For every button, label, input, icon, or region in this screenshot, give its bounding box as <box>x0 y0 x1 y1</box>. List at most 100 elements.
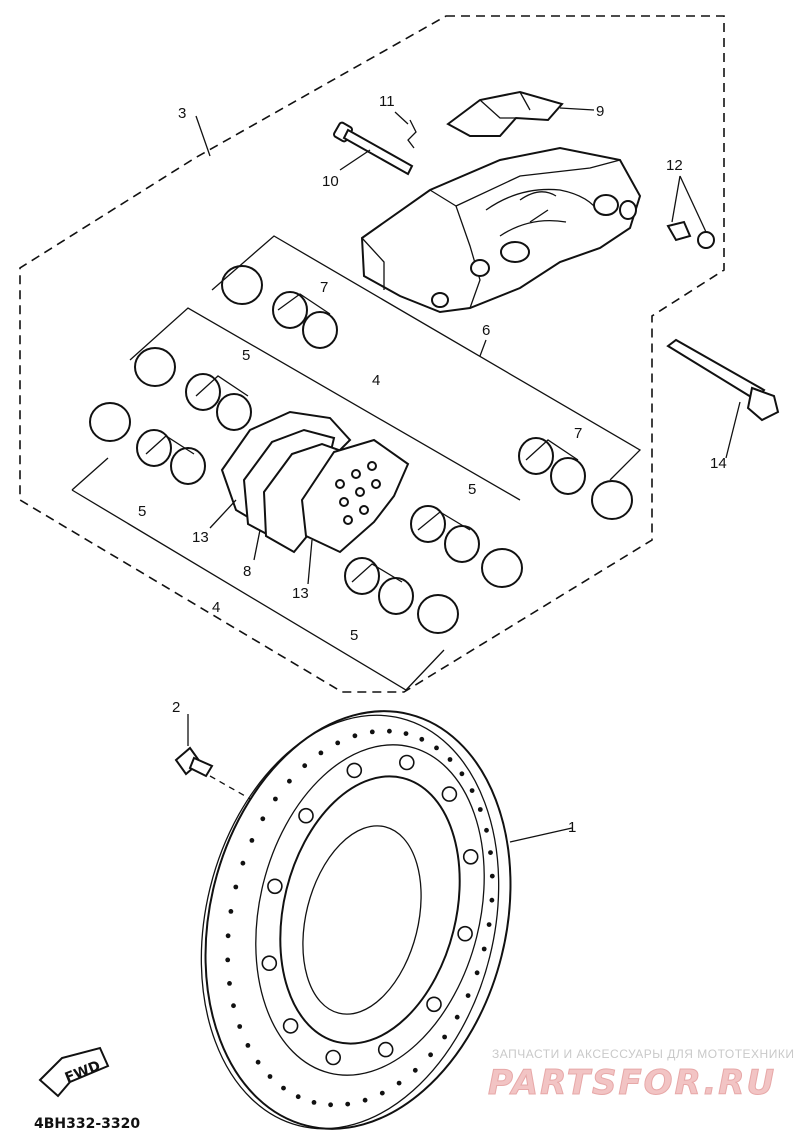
label-part-1: 1 <box>568 819 576 836</box>
disc-vent-hole <box>379 1090 385 1096</box>
label-part-14: 14 <box>710 455 727 472</box>
disc-vent-hole <box>311 1100 317 1105</box>
disc-carrier-bolt <box>457 925 473 942</box>
disc-vent-hole <box>488 850 493 855</box>
pistons <box>89 265 633 634</box>
disc-vent-hole <box>302 763 308 769</box>
disc-vent-hole <box>335 740 341 746</box>
piston <box>221 265 263 305</box>
disc-carrier-bolt <box>267 878 283 895</box>
leader-lines <box>71 107 741 851</box>
brake-disc <box>200 710 512 1130</box>
label-part-7: 7 <box>574 425 582 442</box>
pad-pin-clip <box>407 119 417 149</box>
pad-shim <box>300 438 410 554</box>
rotor-bolt <box>174 746 214 778</box>
watermark-brand: PARTSFOR.RU <box>488 1063 776 1103</box>
caliper-assembly-outline <box>19 15 725 693</box>
seal <box>444 525 480 563</box>
disc-carrier-bolt <box>261 955 278 972</box>
disc-vent-hole <box>328 1102 333 1108</box>
disc-vent-hole <box>233 884 239 890</box>
piston <box>89 402 131 442</box>
label-part-9: 9 <box>596 103 604 120</box>
label-part-10: 10 <box>322 173 339 190</box>
piston <box>134 347 176 387</box>
label-part-8: 8 <box>243 563 251 580</box>
disc-vent-hole <box>369 729 375 735</box>
seal <box>185 373 221 411</box>
seal <box>302 311 338 349</box>
disc-vent-hole <box>447 757 453 762</box>
disc-vent-hole <box>454 1014 460 1020</box>
disc-vent-hole <box>295 1094 301 1100</box>
label-part-2: 2 <box>172 699 180 716</box>
disc-carrier-bolt <box>426 996 442 1013</box>
disc-vent-hole <box>345 1101 351 1107</box>
label-part-13: 13 <box>192 529 209 546</box>
disc-carrier-bolt <box>462 848 479 865</box>
seal <box>216 393 252 431</box>
disc-vent-hole <box>237 1024 243 1029</box>
label-part-4: 4 <box>212 599 220 616</box>
part-labels: 1 2 3 4 4 5 5 5 5 6 7 7 8 9 10 11 12 13 … <box>138 93 727 836</box>
seal <box>378 577 414 615</box>
disc-carrier-bolt <box>441 786 458 802</box>
pad-spring <box>446 90 564 137</box>
label-part-5: 5 <box>468 481 476 498</box>
disc-vent-hole <box>287 778 292 784</box>
piston <box>481 548 523 588</box>
disc-vent-hole <box>260 816 266 822</box>
disc-vent-hole <box>225 933 231 939</box>
disc-vent-hole <box>489 873 495 879</box>
shim-holes <box>335 461 381 525</box>
disc-vent-hole <box>227 981 232 986</box>
seal <box>550 457 586 495</box>
drawing-code: 4BH332-3320 <box>34 1116 140 1132</box>
label-part-3: 3 <box>178 105 186 122</box>
watermark-tagline: ЗАПЧАСТИ И АКСЕССУАРЫ ДЛЯ МОТОТЕХНИКИ <box>492 1047 794 1061</box>
disc-vent-hole <box>434 745 439 751</box>
disc-vent-hole <box>225 957 231 963</box>
label-part-13: 13 <box>292 585 309 602</box>
disc-vent-hole <box>474 970 480 976</box>
label-part-5: 5 <box>138 503 146 520</box>
disc-vent-hole <box>240 860 246 866</box>
seal <box>518 437 554 475</box>
disc-vent-hole <box>481 946 487 952</box>
disc-carrier-bolt <box>398 754 415 771</box>
disc-vent-hole <box>228 909 234 914</box>
bleed-screw <box>666 220 715 249</box>
forward-direction-badge: FWD <box>38 1046 110 1098</box>
disc-vent-hole <box>459 771 465 777</box>
disc-vent-hole <box>442 1034 447 1040</box>
disc-vent-hole <box>387 728 392 734</box>
disc-vent-hole <box>396 1080 402 1086</box>
disc-vent-hole <box>249 838 255 843</box>
piston <box>417 594 459 634</box>
disc-carrier-bolt <box>377 1041 394 1058</box>
disc-carrier-bolt <box>282 1018 299 1034</box>
label-part-5: 5 <box>242 347 250 364</box>
disc-carrier-bolt <box>346 762 363 779</box>
disc-vent-hole <box>465 993 471 998</box>
pad-pin <box>333 121 414 176</box>
label-part-11: 11 <box>379 93 395 110</box>
label-part-6: 6 <box>482 322 490 339</box>
disc-vent-hole <box>412 1067 418 1073</box>
disc-vent-hole <box>419 736 425 742</box>
disc-vent-hole <box>267 1074 273 1079</box>
disc-carrier-bolt <box>325 1049 342 1066</box>
disc-vent-hole <box>231 1003 236 1009</box>
disc-vent-hole <box>477 807 483 812</box>
disc-carrier-bolt <box>298 807 314 824</box>
disc-vent-hole <box>428 1052 433 1058</box>
label-part-5: 5 <box>350 627 358 644</box>
brake-pads <box>220 410 410 554</box>
disc-vent-hole <box>318 750 324 756</box>
label-part-7: 7 <box>320 279 328 296</box>
disc-vent-hole <box>486 922 492 927</box>
disc-vent-hole <box>489 897 495 903</box>
seal <box>344 557 380 595</box>
